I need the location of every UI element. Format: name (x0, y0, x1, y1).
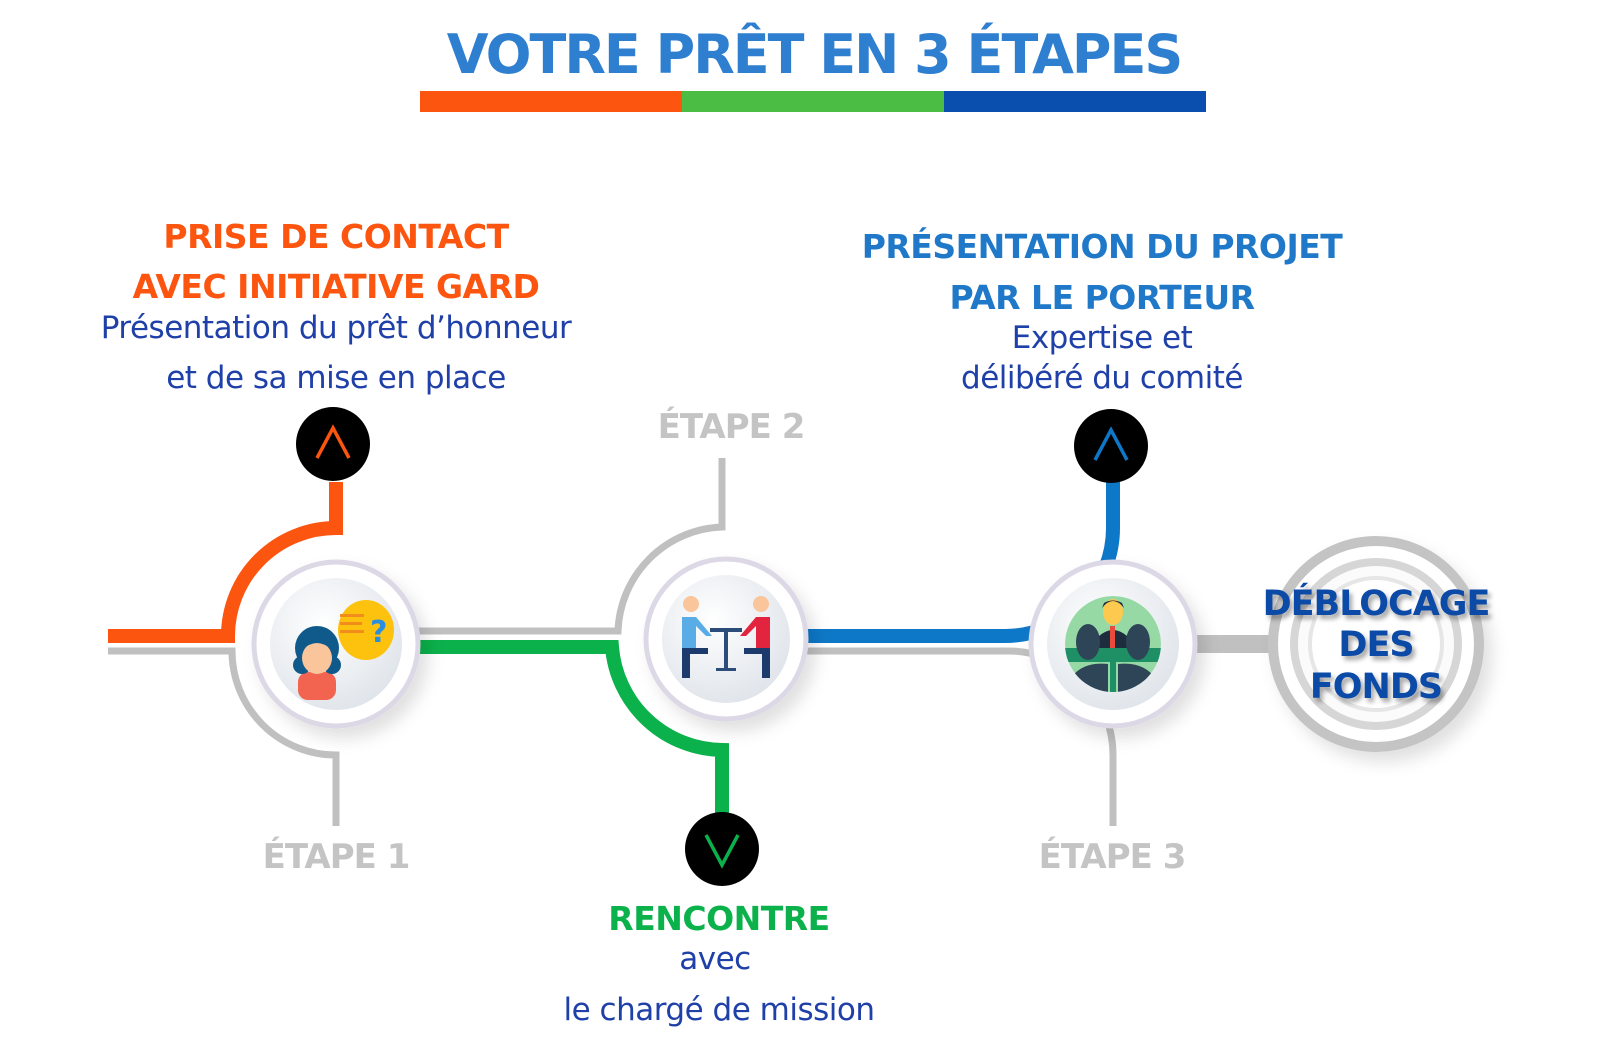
step-1-label: ÉTAPE 1 (262, 837, 411, 877)
step-3-label: ÉTAPE 3 (1038, 837, 1187, 877)
step-2-text-line-2: le chargé de mission (563, 992, 875, 1028)
step-1-heading-line-1: PRISE DE CONTACT (163, 217, 509, 256)
step-2-heading: RENCONTRE (608, 899, 830, 938)
gray-connector-2 (410, 458, 726, 635)
step-1-text-line-1: Présentation du prêt d’honneur (100, 310, 572, 346)
step-1-heading-line-2: AVEC INITIATIVE GARD (132, 267, 540, 306)
title-bar-green (682, 91, 944, 112)
final-funds-label: DÉBLOCAGE DES FONDS (1262, 584, 1491, 708)
step-1-text-line-2: et de sa mise en place (166, 360, 506, 396)
final-line-2: DES (1338, 625, 1414, 666)
orange-connector (108, 482, 343, 643)
chevron-up-icon (1074, 409, 1148, 483)
chevron-down-icon (685, 812, 759, 886)
title-bar-orange (420, 91, 682, 112)
gray-connector-1 (108, 647, 340, 826)
step-2-text-line-1: avec (679, 941, 751, 977)
step-3-heading-line-1: PRÉSENTATION DU PROJET (861, 227, 1343, 266)
step-3-text-line-1: Expertise et (1011, 320, 1193, 356)
step-2-label: ÉTAPE 2 (657, 407, 806, 447)
gray-connector-4 (1190, 635, 1280, 653)
step-3-text-line-2: délibéré du comité (961, 360, 1243, 396)
chevron-up-icon (296, 407, 370, 481)
svg-text:?: ? (370, 615, 387, 650)
title-bar-blue (944, 91, 1206, 112)
final-line-1: DÉBLOCAGE (1262, 584, 1491, 624)
page-title: VOTRE PRÊT EN 3 ÉTAPES (446, 23, 1183, 86)
woman-question-icon: ? (293, 600, 394, 700)
meeting-handshake-icon (682, 596, 770, 678)
green-connector (410, 640, 729, 815)
final-line-3: FONDS (1309, 666, 1443, 707)
final-funds-circle (1268, 536, 1484, 752)
step-3-heading-line-2: PAR LE PORTEUR (949, 278, 1255, 317)
